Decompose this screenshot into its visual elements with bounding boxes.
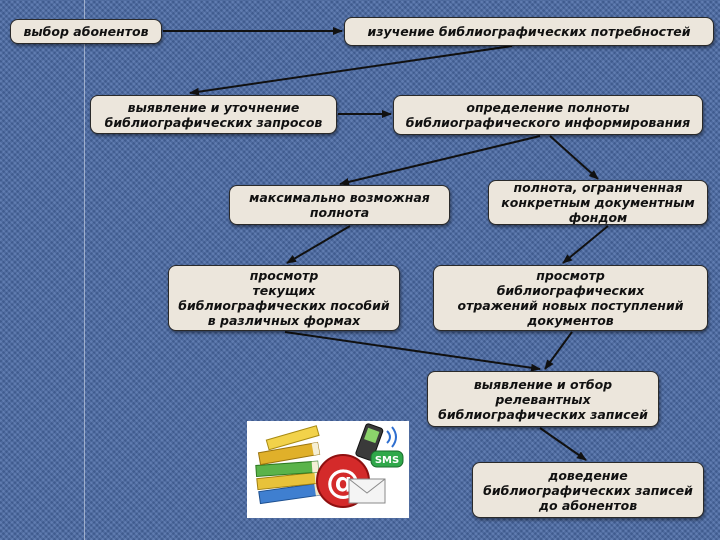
arrow-n5-n7 — [286, 225, 351, 264]
node-relevant-records-selection: выявление и отбор релевантных библиограф… — [427, 371, 659, 427]
arrow-n7-n9 — [284, 331, 541, 372]
node-new-acquisitions-review: просмотр библиографических отражений нов… — [433, 265, 708, 331]
node-subscriber-selection: выбор абонентов — [10, 19, 162, 44]
background-guide-line — [84, 0, 85, 540]
node-needs-study: изучение библиографических потребностей — [344, 17, 714, 46]
arrow-n9-n10 — [539, 427, 587, 461]
arrow-n8-n9 — [544, 331, 573, 370]
node-delivery-to-subscribers: доведение библиографических записей до а… — [472, 462, 704, 518]
node-limited-completeness: полнота, ограниченная конкретным докумен… — [488, 180, 708, 225]
arrow-n4-n6 — [549, 135, 599, 180]
books-stack-icon — [255, 425, 323, 505]
envelope-icon — [348, 478, 386, 504]
arrow-n4-n5 — [339, 135, 541, 186]
arrow-n2-n3 — [189, 45, 513, 96]
mobile-phone-icon — [355, 423, 384, 461]
books-email-sms-illustration: @ SMS — [247, 421, 409, 518]
signal-waves-icon — [386, 426, 397, 448]
arrow-n6-n8 — [562, 225, 609, 264]
node-completeness-definition: определение полноты библиографического и… — [393, 95, 703, 135]
svg-text:SMS: SMS — [375, 455, 399, 466]
node-request-clarification: выявление и уточнение библиографических … — [90, 95, 337, 134]
sms-badge-icon: SMS — [370, 450, 404, 468]
node-max-completeness: максимально возможная полнота — [229, 185, 450, 225]
node-current-aids-review: просмотр текущих библиографических пособ… — [168, 265, 400, 331]
